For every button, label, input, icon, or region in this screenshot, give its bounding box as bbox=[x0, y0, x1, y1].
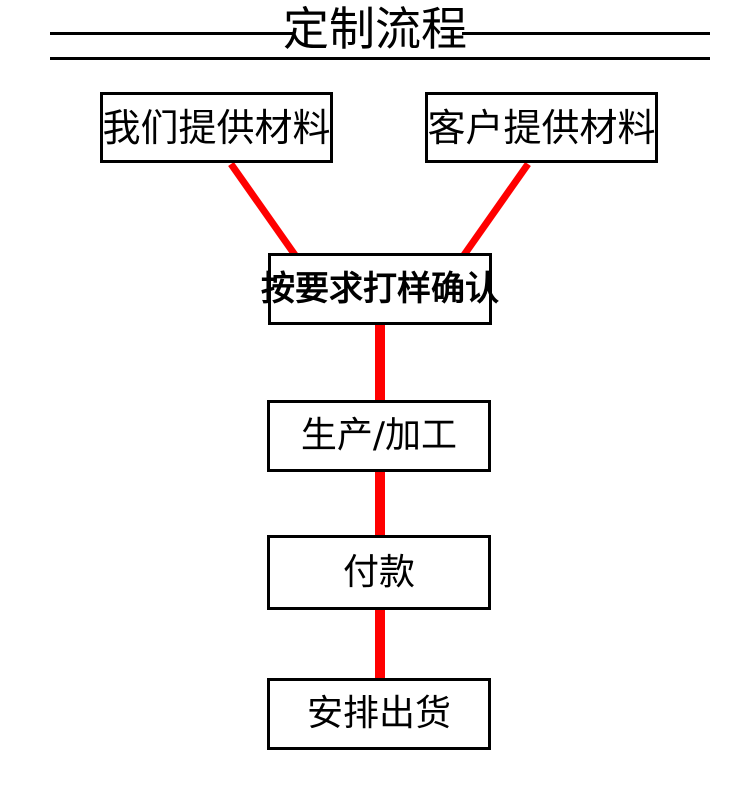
connector-payment-to-shipping bbox=[375, 607, 385, 681]
header-rule-right bbox=[462, 32, 710, 35]
page-header: 定制流程 bbox=[0, 0, 750, 80]
node-shipping-label: 安排出货 bbox=[306, 693, 451, 734]
connector-sample-to-production bbox=[375, 322, 385, 403]
node-payment: 付款 bbox=[267, 535, 491, 610]
node-supply-us: 我们提供材料 bbox=[100, 92, 333, 163]
page-title: 定制流程 bbox=[283, 2, 467, 56]
node-supply-us-label: 我们提供材料 bbox=[102, 105, 331, 150]
node-production-label: 生产/加工 bbox=[300, 415, 458, 456]
node-sample-confirmation-label: 按要求打样确认 bbox=[261, 269, 499, 309]
header-rule-bottom bbox=[50, 57, 710, 60]
node-shipping: 安排出货 bbox=[267, 678, 491, 750]
connector-supply-cust-to-sample bbox=[461, 161, 531, 258]
node-sample-confirmation: 按要求打样确认 bbox=[261, 253, 499, 325]
connector-supply-us-to-sample bbox=[228, 161, 298, 258]
header-rule-left bbox=[50, 32, 295, 35]
connector-production-to-payment bbox=[375, 469, 385, 538]
node-supply-customer-label: 客户提供材料 bbox=[427, 105, 656, 150]
node-supply-customer: 客户提供材料 bbox=[425, 92, 658, 163]
node-production: 生产/加工 bbox=[267, 400, 491, 472]
node-payment-label: 付款 bbox=[342, 551, 415, 593]
